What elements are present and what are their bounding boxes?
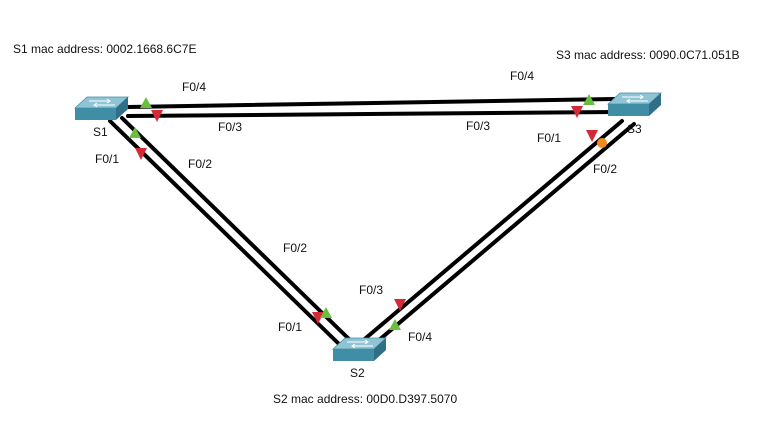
triangle-up-icon: [320, 307, 332, 318]
switch-icon: [606, 92, 663, 116]
switch-s1[interactable]: [73, 96, 130, 120]
triangle-down-icon: [586, 130, 598, 142]
triangle-down-icon: [571, 106, 583, 118]
port-labels: F0/4 F0/3 F0/1 F0/2 F0/4 F0/3 F0/1 F0/2 …: [95, 69, 617, 344]
port-label: F0/3: [359, 283, 383, 297]
port-label: F0/3: [218, 120, 242, 134]
switch-icon: [73, 96, 130, 120]
triangle-up-icon: [389, 319, 401, 330]
link-s1-s3-top: [126, 97, 616, 109]
links: [108, 97, 636, 348]
link-s1-s2-left: [108, 119, 342, 347]
switch-s3[interactable]: [606, 92, 663, 116]
mac-label-s1: S1 mac address: 0002.1668.6C7E: [13, 42, 196, 56]
mac-label-s3: S3 mac address: 0090.0C71.051B: [556, 48, 739, 62]
port-label: F0/4: [510, 69, 534, 83]
switch-name-s1: S1: [93, 125, 108, 139]
triangle-up-icon: [583, 94, 595, 105]
link-s2-s3-left: [358, 119, 624, 345]
switch-name-s3: S3: [627, 122, 642, 136]
triangle-up-icon: [140, 97, 152, 108]
link-s1-s3-bottom: [126, 110, 616, 118]
dot-icon: [597, 138, 607, 148]
triangle-down-icon: [151, 110, 163, 122]
port-label: F0/1: [95, 152, 119, 166]
triangle-up-icon: [129, 127, 141, 138]
triangle-down-icon: [135, 148, 147, 160]
port-label: F0/3: [466, 119, 490, 133]
mac-label-s2: S2 mac address: 00D0.D397.5070: [273, 392, 457, 406]
port-label: F0/1: [278, 320, 302, 334]
port-label: F0/1: [537, 131, 561, 145]
switch-icon: [331, 337, 388, 361]
port-label: F0/4: [182, 80, 206, 94]
switch-s2[interactable]: [331, 337, 388, 361]
port-label: F0/2: [188, 157, 212, 171]
port-markers: [129, 94, 607, 330]
link-s2-s3-right: [370, 122, 636, 348]
switch-name-s2: S2: [350, 366, 365, 380]
port-label: F0/2: [283, 241, 307, 255]
port-label: F0/4: [408, 330, 432, 344]
triangle-down-icon: [394, 299, 406, 311]
port-label: F0/2: [593, 162, 617, 176]
link-s1-s2-right: [120, 116, 354, 344]
triangle-down-icon: [312, 312, 324, 324]
